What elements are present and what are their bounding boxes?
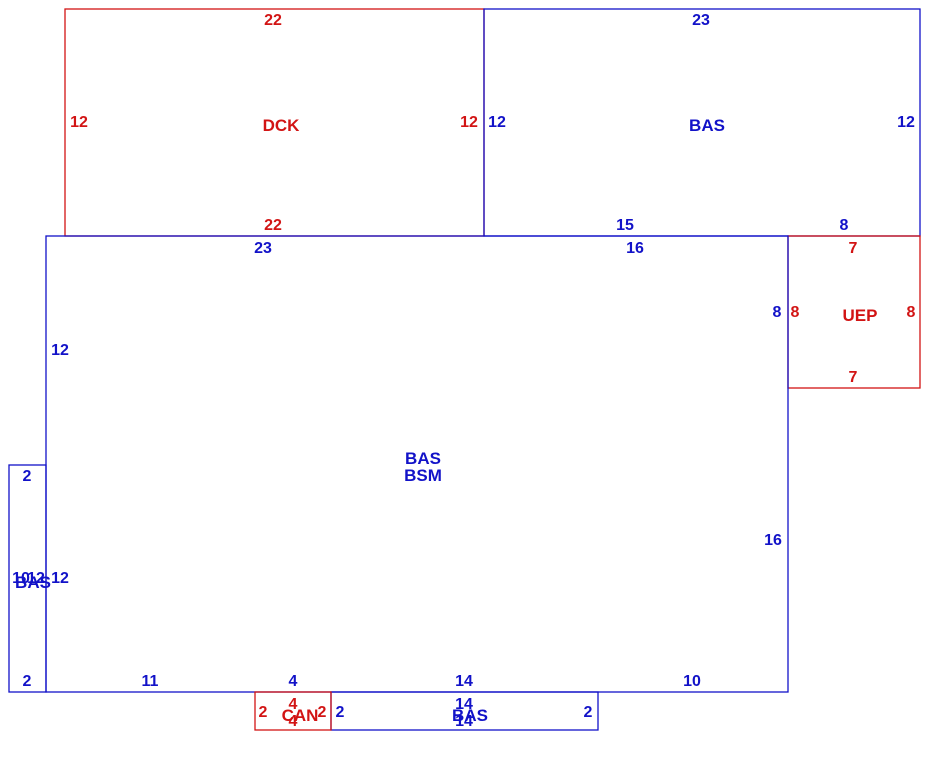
main-area-sublabel: BSM <box>404 466 442 485</box>
can-left-dimension: 2 <box>259 704 268 721</box>
uep-top-dimension: 7 <box>849 240 858 257</box>
can-label: CAN <box>282 706 319 725</box>
main-bottom-dimension-3: 14 <box>455 673 473 690</box>
main-left-dimension: 12 <box>51 342 69 359</box>
can-right-dimension: 2 <box>318 704 327 721</box>
can-top-dimension: 4 <box>289 696 298 713</box>
bas-upper-top-dimension: 23 <box>692 12 710 29</box>
dck-bottom-dimension: 22 <box>264 217 282 234</box>
bas-bottom-bottom-dimension: 14 <box>455 713 473 730</box>
bas-left-right-dimension: 12 <box>27 570 45 587</box>
can-bottom-dimension: 4 <box>289 713 298 730</box>
main-bottom-dimension-1: 11 <box>142 673 159 690</box>
can-area-outline[interactable] <box>254 691 332 731</box>
bas-bottom-right-dimension: 2 <box>584 704 593 721</box>
main-area-label: BAS <box>405 449 441 468</box>
main-right-upper-dimension: 8 <box>773 304 782 321</box>
uep-label: UEP <box>843 306 878 325</box>
main-top-left-dimension: 23 <box>254 240 272 257</box>
bas-left-bottom-dimension: 2 <box>23 673 32 690</box>
uep-bottom-dimension: 7 <box>849 369 858 386</box>
dck-top-dimension: 22 <box>264 12 282 29</box>
main-bottom-dimension-4: 10 <box>683 673 701 690</box>
uep-left-dimension: 8 <box>791 304 800 321</box>
bas-upper-label: BAS <box>689 116 725 135</box>
bas-left-top-dimension: 2 <box>23 468 32 485</box>
bas-left-label: BAS <box>15 573 51 592</box>
main-left-lower-dimension: 12 <box>51 570 69 587</box>
bas-upper-left-dimension: 12 <box>488 114 506 131</box>
bas-left-left-dimension: 10 <box>12 570 30 587</box>
dck-left-dimension: 12 <box>70 114 88 131</box>
main-right-lower-dimension: 16 <box>764 532 782 549</box>
uep-right-dimension: 8 <box>907 304 916 321</box>
bas-upper-bottom-right-dimension: 8 <box>840 217 849 234</box>
dck-right-dimension: 12 <box>460 114 478 131</box>
main-top-right-dimension: 16 <box>626 240 644 257</box>
bas-bottom-top-dimension: 14 <box>455 696 473 713</box>
bas-bottom-label: BAS <box>452 706 488 725</box>
main-bottom-dimension-2: 4 <box>289 673 298 690</box>
bas-upper-bottom-left-dimension: 15 <box>616 217 634 234</box>
dck-label: DCK <box>263 116 301 135</box>
bas-left-area-outline[interactable] <box>8 464 47 693</box>
bas-upper-right-dimension: 12 <box>897 114 915 131</box>
bas-bottom-left-dimension: 2 <box>336 704 345 721</box>
